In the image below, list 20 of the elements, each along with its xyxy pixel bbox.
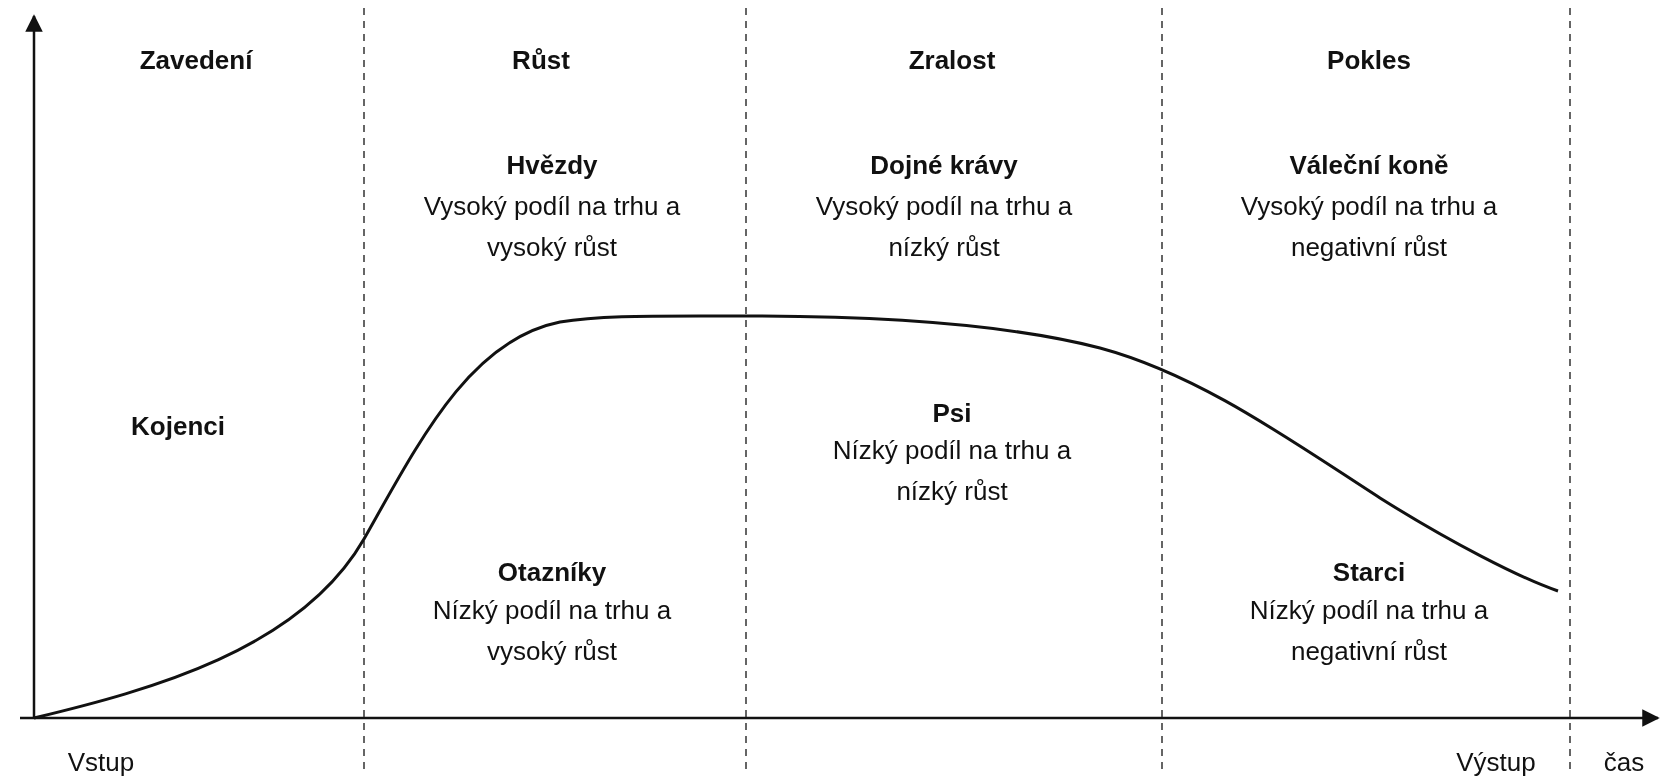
- description-text: Nízký podíl na trhu a nízký růst: [831, 434, 1073, 508]
- heading-label: Psi: [932, 397, 972, 430]
- phase-label: Zavedení: [139, 44, 253, 77]
- phase-label: Zralost: [908, 44, 996, 77]
- heading-label: Kojenci: [131, 410, 225, 443]
- phase-label: Pokles: [1327, 44, 1411, 77]
- axis-label: Vstup: [67, 746, 135, 777]
- axis-label: čas: [1603, 746, 1645, 777]
- heading-label: Starci: [1332, 556, 1406, 589]
- heading-label: Otazníky: [497, 556, 607, 589]
- description-text: Vysoký podíl na trhu a negativní růst: [1239, 190, 1499, 264]
- description-text: Nízký podíl na trhu a vysoký růst: [431, 594, 673, 668]
- heading-label: Váleční koně: [1289, 149, 1449, 182]
- description-text: Nízký podíl na trhu a negativní růst: [1248, 594, 1490, 668]
- heading-label: Dojné krávy: [870, 149, 1018, 182]
- description-text: Vysoký podíl na trhu a nízký růst: [814, 190, 1074, 264]
- axis-label: Výstup: [1456, 746, 1536, 777]
- description-text: Vysoký podíl na trhu a vysoký růst: [422, 190, 682, 264]
- heading-label: Hvězdy: [506, 149, 598, 182]
- phase-label: Růst: [512, 44, 570, 77]
